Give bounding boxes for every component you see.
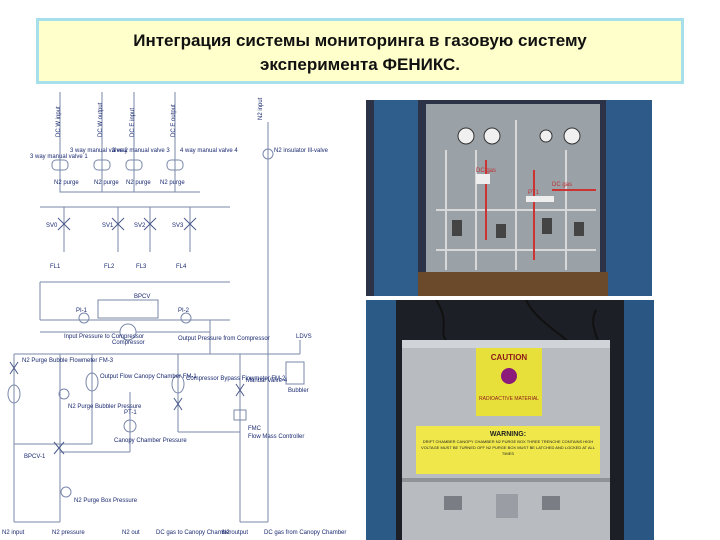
label-sv1: SV1 xyxy=(102,223,114,229)
label-compressor: Compressor xyxy=(112,340,145,346)
latch-icon xyxy=(542,496,560,510)
cabinet-door-right xyxy=(606,100,652,296)
label-valve-2: 3 way manual valve 2 xyxy=(70,148,128,154)
gauge-icon xyxy=(563,127,581,145)
label-n2-insulator: N2 insulator Ill-valve xyxy=(274,148,329,154)
label-pi2: PI-2 xyxy=(178,308,190,314)
label-ldvs: LDVS xyxy=(296,334,312,340)
gas-panel-photo: DC gas DC gas PT1 xyxy=(366,100,652,296)
radiation-icon xyxy=(501,368,517,384)
photo-tag-1: DC gas xyxy=(476,168,496,174)
label-valve-1: 3 way manual valve 1 xyxy=(30,154,88,160)
label-bottom-dc-from-canopy: DC gas from Canopy Chamber xyxy=(264,530,346,536)
label-valve-3: 3 way manual valve 3 xyxy=(112,148,170,154)
label-fmc: FMC xyxy=(248,426,262,432)
label-fl3: FL3 xyxy=(136,264,147,270)
label-n2-purge-bubble: N2 Purge Bubbler Pressure xyxy=(68,404,142,410)
label-purge-3: N2 purge xyxy=(126,180,151,186)
caution-title: CAUTION xyxy=(491,353,528,362)
label-flow-left: N2 Purge Bubble Flowmeter FM-3 xyxy=(22,358,114,364)
label-purge-2: N2 purge xyxy=(94,180,119,186)
label-fm2: Compressor Bypass Flowmeter FM-2 xyxy=(186,376,286,382)
label-bottom-n2-input: N2 input xyxy=(2,530,25,536)
label-pi1: PI-1 xyxy=(76,308,88,314)
gauge-icon xyxy=(457,127,475,145)
cabinet-frame-left xyxy=(366,300,396,540)
label-dc-w-output: DC W output xyxy=(98,102,104,137)
label-fl1: FL1 xyxy=(50,264,61,270)
label-flow-controller: Flow Mass Controller xyxy=(248,434,304,440)
gas-system-schematic: DC W input DC W output DC E input DC E o… xyxy=(2,92,346,536)
label-bpcv1: BPCV-1 xyxy=(24,454,46,460)
label-pt1: PT-1 xyxy=(124,410,137,416)
label-bubbler: Bubbler xyxy=(288,388,309,394)
photo-tag-2: DC gas xyxy=(552,182,572,188)
warning-title: WARNING: xyxy=(490,431,526,438)
label-output-pressure: Output Pressure from Compressor xyxy=(178,336,270,342)
title-line-2: эксперимента ФЕНИКС. xyxy=(260,55,460,74)
label-sv3: SV3 xyxy=(172,223,184,229)
label-n2-purge-box: N2 Purge Box Pressure xyxy=(74,498,138,504)
label-bpcv: BPCV xyxy=(134,294,150,300)
label-dc-w-input: DC W input xyxy=(56,106,62,137)
photo-tag-3: PT1 xyxy=(528,190,540,196)
label-sv0: SV0 xyxy=(46,223,58,229)
label-bottom-n2-output: N2 output xyxy=(222,530,248,536)
caution-text: RADIOACTIVE MATERIAL xyxy=(479,396,539,402)
label-n2-input-top: N2 input xyxy=(258,97,264,120)
latch-icon xyxy=(444,496,462,510)
label-valve-4: 4 way manual valve 4 xyxy=(180,148,238,154)
label-dc-e-output: DC E output xyxy=(171,104,177,137)
cabinet-frame-right xyxy=(624,300,654,540)
label-bottom-n2-out: N2 out xyxy=(122,530,140,536)
label-bottom-dc-to-canopy: DC gas to Canopy Chamber xyxy=(156,530,231,536)
gauge-icon xyxy=(539,129,553,143)
label-purge-1: N2 purge xyxy=(54,180,79,186)
label-sv2: SV2 xyxy=(134,223,146,229)
label-bottom-n2-pressure: N2 pressure xyxy=(52,530,85,536)
label-dc-e-input: DC E input xyxy=(130,108,136,137)
label-canopy-pressure: Canopy Chamber Pressure xyxy=(114,438,187,444)
title-line-1: Интеграция системы мониторинга в газовую… xyxy=(133,31,587,50)
label-fl2: FL2 xyxy=(104,264,115,270)
label-input-pressure: Input Pressure to Compressor xyxy=(64,334,144,340)
handle-icon xyxy=(496,494,518,518)
label-fl4: FL4 xyxy=(176,264,187,270)
label-manual-valve: Manual Valve-4 xyxy=(246,378,288,384)
purge-box-photo: CAUTION RADIOACTIVE MATERIAL WARNING: DR… xyxy=(366,300,654,540)
label-purge-4: N2 purge xyxy=(160,180,185,186)
cabinet-door-left xyxy=(374,100,418,296)
title-banner: Интеграция системы мониторинга в газовую… xyxy=(36,18,684,84)
warning-text: DRIFT CHAMBER CANOPY CHAMBER N2 PURGE BO… xyxy=(421,439,595,456)
gauge-icon xyxy=(483,127,501,145)
warning-label xyxy=(416,426,600,474)
label-fm1: Output Flow Canopy Chamber FM-1 xyxy=(100,374,197,380)
